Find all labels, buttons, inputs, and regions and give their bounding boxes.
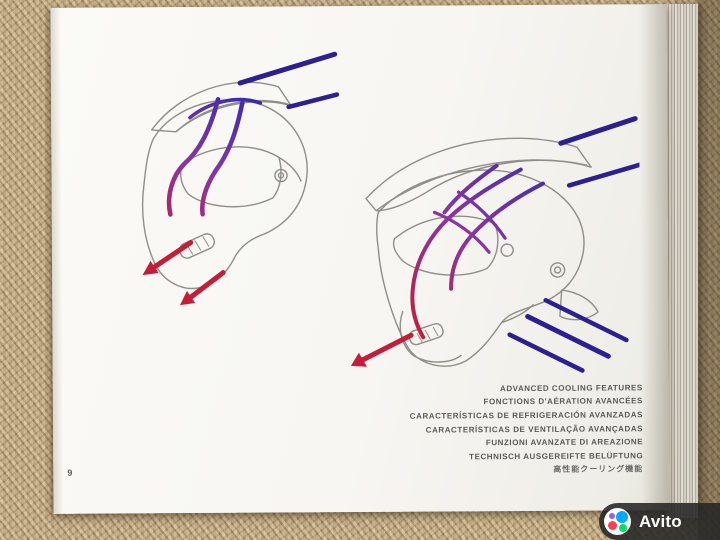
avito-dot-red — [608, 521, 617, 530]
intake-airflow-lines — [237, 51, 340, 110]
caption-line-japanese: 高性能クーリング機能 — [553, 464, 644, 475]
helmet-front-illustration — [141, 51, 340, 306]
caption-line-spanish: CARACTERÍSTICAS DE REFRIGERACIÓN AVANZAD… — [409, 410, 643, 421]
avito-dot-blue — [616, 511, 628, 523]
intake-airflow-lines — [507, 116, 641, 373]
avito-dot-green — [619, 524, 627, 532]
booklet-page-stack-edge — [666, 4, 698, 518]
caption-block: ADVANCED COOLING FEATURES FONCTIONS D'AÉ… — [410, 381, 644, 478]
exhaust-airflow-arrow — [350, 332, 414, 367]
avito-watermark: Avito — [599, 503, 720, 540]
page-number: 9 — [67, 467, 73, 478]
avito-dot-purple — [609, 513, 615, 519]
air-channel-lines — [410, 163, 545, 340]
caption-line-english: ADVANCED COOLING FEATURES — [499, 383, 643, 393]
caption-line-french: FONCTIONS D'AÉRATION AVANCÉES — [483, 396, 643, 407]
avito-logo-icon — [604, 508, 631, 535]
exhaust-airflow-arrows — [142, 240, 226, 306]
watermark-label: Avito — [639, 511, 682, 531]
helmet-rear-illustration — [350, 116, 641, 373]
caption-line-italian: FUNZIONI AVANZATE DI AREAZIONE — [485, 437, 644, 448]
manual-page: ADVANCED COOLING FEATURES FONCTIONS D'AÉ… — [50, 4, 670, 514]
caption-line-german: TECHNISCH AUSGEREIFTE BELÜFTUNG — [469, 451, 644, 462]
right-shadow — [698, 0, 720, 540]
air-channel-lines — [166, 97, 263, 217]
caption-line-portuguese: CARACTERÍSTICAS DE VENTILAÇÃO AVANÇADAS — [425, 423, 644, 435]
